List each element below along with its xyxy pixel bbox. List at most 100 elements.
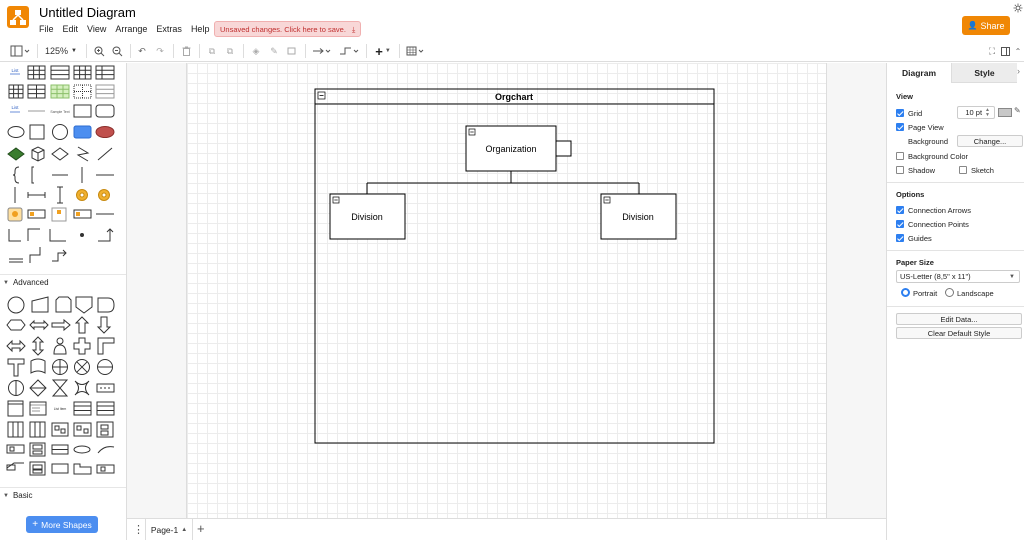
delete-button[interactable] xyxy=(179,43,193,59)
v-dimension-shape[interactable] xyxy=(57,186,63,204)
list-item-text-shape[interactable]: List Item xyxy=(54,407,67,411)
t-shape[interactable] xyxy=(7,358,25,377)
ellipse-shape[interactable] xyxy=(7,126,25,138)
fullscreen-button[interactable]: ⛶ xyxy=(986,43,998,59)
connection-points-checkbox[interactable] xyxy=(896,220,904,228)
section-basic[interactable]: ▼ Basic xyxy=(0,487,126,503)
table-header-shape[interactable] xyxy=(50,65,70,80)
line-color-button[interactable]: ✎ xyxy=(267,43,281,59)
diagonal-line-shape[interactable] xyxy=(97,147,113,161)
delay-shape[interactable] xyxy=(97,297,115,313)
manual-input-shape[interactable] xyxy=(31,296,49,313)
pages-menu-button[interactable]: ⋮ xyxy=(133,523,144,536)
blue-rectangle-shape[interactable] xyxy=(73,125,92,139)
table-rows-shape[interactable] xyxy=(73,401,92,416)
unsaved-changes-button[interactable]: Unsaved changes. Click here to save. ⤓ xyxy=(214,21,362,37)
tab-diagram[interactable]: Diagram xyxy=(887,63,951,83)
sum-shape[interactable] xyxy=(74,359,90,375)
elbow-arrow-shape-2[interactable] xyxy=(52,249,67,262)
corner-shape-2[interactable] xyxy=(49,229,66,242)
tree-shape[interactable] xyxy=(29,461,46,476)
or-shape[interactable] xyxy=(52,359,68,375)
format-toggle-button[interactable] xyxy=(999,43,1011,59)
org-connectors[interactable] xyxy=(366,171,640,194)
column-shape[interactable] xyxy=(7,421,24,438)
collate-shape[interactable] xyxy=(51,379,69,397)
share-button[interactable]: 👤 Share xyxy=(962,16,1010,35)
image-text-shape[interactable] xyxy=(73,209,92,219)
dot-shape[interactable] xyxy=(80,233,84,237)
curve-shape[interactable] xyxy=(97,446,115,454)
org-node-division-left[interactable]: Division xyxy=(329,193,406,240)
fill-color-button[interactable]: ◈ xyxy=(249,43,263,59)
cross-shape[interactable] xyxy=(73,337,91,355)
to-back-button[interactable]: ⧉ xyxy=(223,43,237,59)
v-circle-shape[interactable] xyxy=(8,380,24,396)
table-shape[interactable] xyxy=(27,65,46,80)
org-node-division-right[interactable]: Division xyxy=(600,193,677,240)
zoom-out-button[interactable] xyxy=(110,43,124,59)
callout-shape[interactable] xyxy=(51,463,69,474)
text-shape[interactable]: Sample Text xyxy=(50,110,69,114)
tooltip-shape[interactable] xyxy=(7,207,23,222)
sort-shape[interactable] xyxy=(29,379,47,397)
elbow-connector-shape[interactable] xyxy=(29,247,41,263)
grid-color-swatch[interactable] xyxy=(998,108,1012,117)
arrow-right-shape[interactable] xyxy=(51,318,71,332)
diamond-green-shape[interactable] xyxy=(7,147,25,161)
red-ellipse-shape[interactable] xyxy=(95,126,115,138)
shadow-checkbox[interactable] xyxy=(896,166,904,174)
zoom-in-button[interactable] xyxy=(92,43,106,59)
node-tree-shape[interactable] xyxy=(96,464,115,474)
table-button[interactable] xyxy=(405,43,427,59)
flow-table-shape[interactable] xyxy=(51,422,69,437)
line-circle-shape[interactable] xyxy=(97,359,113,375)
close-panel-button[interactable]: › xyxy=(1017,66,1020,76)
cube-shape[interactable] xyxy=(31,146,45,162)
table-3x3-shape[interactable] xyxy=(8,84,24,99)
process-dots-shape[interactable] xyxy=(96,383,115,393)
tab-style[interactable]: Style xyxy=(951,63,1017,83)
table-green-shape[interactable] xyxy=(50,84,70,99)
star-shape[interactable] xyxy=(74,380,90,396)
link-shape[interactable] xyxy=(6,462,24,471)
grid-size-input[interactable]: 10 pt ▲▼ xyxy=(957,106,995,119)
pencil-icon[interactable]: ✎ xyxy=(1014,106,1021,115)
off-page-shape[interactable] xyxy=(75,296,93,314)
table-split-shape[interactable] xyxy=(95,65,115,80)
zigzag-shape[interactable] xyxy=(76,146,90,162)
connection-arrows-checkbox[interactable] xyxy=(896,206,904,214)
menu-help[interactable]: Help xyxy=(190,24,210,34)
double-arrow-h-shape[interactable] xyxy=(6,339,26,353)
insert-button[interactable]: +▼ xyxy=(372,43,394,59)
elbow-arrow-shape[interactable] xyxy=(98,228,114,242)
table-list-shape[interactable] xyxy=(95,84,115,99)
menu-file[interactable]: File xyxy=(39,24,54,34)
rectangle-shape[interactable] xyxy=(73,104,92,118)
table-dotted-shape[interactable] xyxy=(73,84,92,99)
shadow-button[interactable] xyxy=(285,43,299,59)
image-label-shape[interactable] xyxy=(51,207,67,222)
section-advanced[interactable]: ▼ Advanced xyxy=(0,274,126,290)
orgchart-container[interactable]: Orgchart xyxy=(314,88,715,444)
bracket-shape[interactable] xyxy=(31,166,34,184)
rhombus-shape[interactable] xyxy=(51,147,69,161)
more-shapes-button[interactable]: + More Shapes xyxy=(26,516,98,533)
label-list-shape[interactable] xyxy=(29,401,47,416)
brace-shape[interactable] xyxy=(12,166,20,184)
label-shape[interactable] xyxy=(27,209,46,219)
card-shape[interactable] xyxy=(55,296,72,313)
diagram-page[interactable] xyxy=(186,63,827,518)
zoom-dropdown[interactable]: 125% ▼ xyxy=(42,43,80,59)
flow-diagram-shape[interactable] xyxy=(29,442,46,457)
flow-diagram-shape-2[interactable] xyxy=(51,444,69,455)
redo-button[interactable]: ↷ xyxy=(153,43,167,59)
table-grid-shape[interactable] xyxy=(73,65,92,80)
menu-view[interactable]: View xyxy=(87,24,107,34)
swimlane-shape[interactable] xyxy=(6,444,25,454)
grid-checkbox[interactable] xyxy=(896,109,904,117)
column-shape-2[interactable] xyxy=(29,421,46,438)
background-color-checkbox[interactable] xyxy=(896,152,904,160)
table-plain-shape[interactable] xyxy=(27,84,46,99)
menu-edit[interactable]: Edit xyxy=(62,24,79,34)
